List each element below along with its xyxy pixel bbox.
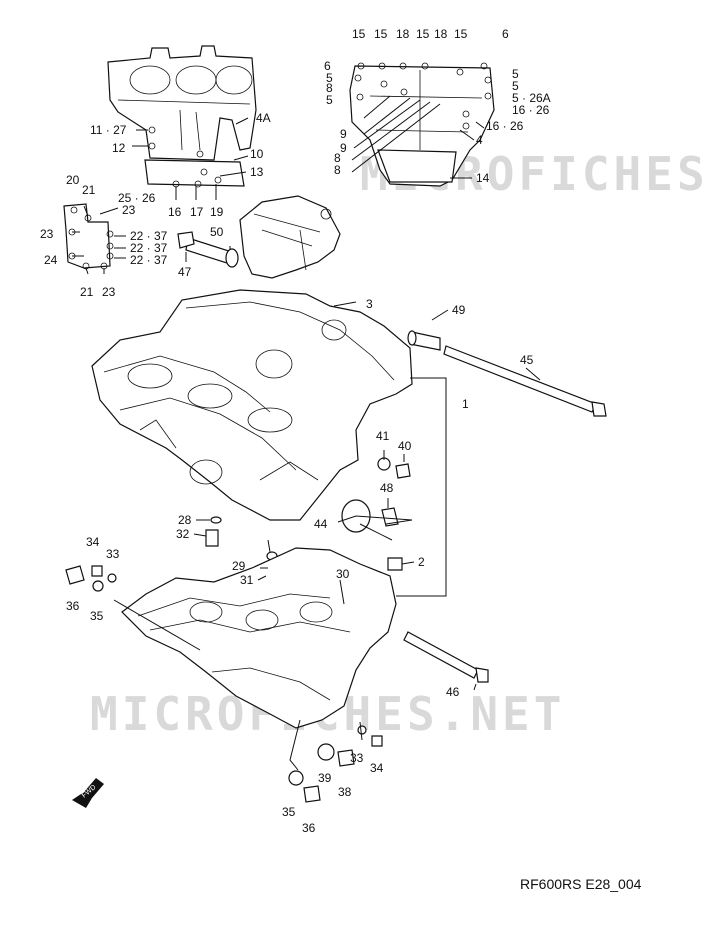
callout-16-26-b: 16 · 26 — [512, 103, 550, 117]
callout-22-37-c: 22 · 37 — [130, 253, 168, 267]
callout-34-left: 34 — [86, 535, 100, 549]
callout-33-bottom: 33 — [350, 751, 364, 765]
callout-36-left: 36 — [66, 599, 80, 613]
callout-18-a: 18 — [396, 27, 410, 41]
lower-crankcase — [121, 547, 397, 729]
callout-30: 30 — [336, 567, 350, 581]
callout-21-top: 21 — [82, 183, 96, 197]
forward-arrow-icon: FWD — [72, 778, 104, 808]
callout-49: 49 — [452, 303, 466, 317]
upper-crankcase — [91, 289, 413, 521]
lower-case-bottom-view — [349, 62, 495, 187]
crankcase-cover — [239, 195, 341, 279]
callout-23-top: 23 — [122, 203, 136, 217]
callout-47: 47 — [178, 265, 192, 279]
callout-23-left: 23 — [40, 227, 54, 241]
callout-4a: 4A — [256, 111, 271, 125]
callout-28: 28 — [178, 513, 192, 527]
callout-9-b: 9 — [340, 141, 347, 155]
callout-8-a: 8 — [326, 81, 333, 95]
callout-12: 12 — [112, 141, 126, 155]
callout-9-a: 9 — [340, 127, 347, 141]
callout-14: 14 — [476, 171, 490, 185]
callout-24: 24 — [44, 253, 58, 267]
breather-tube — [177, 231, 239, 268]
callout-19: 19 — [210, 205, 224, 219]
long-bolt-46 — [403, 631, 489, 683]
callout-16-26-a: 16 · 26 — [486, 119, 524, 133]
callout-5-26a: 5 · 26A — [512, 91, 551, 105]
callout-labels: 1 2 3 4 4A 5 5 5 5 5 · 26A 6 6 7 8 8 8 8… — [40, 27, 551, 835]
callout-29: 29 — [232, 559, 246, 573]
callout-6-left: 6 — [324, 59, 331, 73]
callout-2: 2 — [418, 555, 425, 569]
callout-22-37-b: 22 · 37 — [130, 241, 168, 255]
callout-10: 10 — [250, 147, 264, 161]
callout-6-right: 6 — [502, 27, 509, 41]
callout-5-left-a: 5 — [326, 71, 333, 85]
callout-5-right-b: 5 — [512, 79, 519, 93]
callout-50: 50 — [210, 225, 224, 239]
drain-plugs-bottom — [288, 725, 383, 803]
callout-17: 17 — [190, 205, 204, 219]
callout-44: 44 — [314, 517, 328, 531]
callout-15-b: 15 — [374, 27, 388, 41]
callout-45: 45 — [520, 353, 534, 367]
callout-1: 1 — [462, 397, 469, 411]
callout-48: 48 — [380, 481, 394, 495]
callout-4: 4 — [476, 133, 483, 147]
callout-36-bottom: 36 — [302, 821, 316, 835]
callout-35-left: 35 — [90, 609, 104, 623]
callout-39: 39 — [318, 771, 332, 785]
leader-lines — [72, 95, 541, 771]
callout-41: 41 — [376, 429, 390, 443]
dowel-sleeve-49 — [407, 330, 441, 351]
upper-case-top-view — [107, 45, 257, 188]
callout-22-37-a: 22 · 37 — [130, 229, 168, 243]
callout-40: 40 — [398, 439, 412, 453]
small-parts-right — [341, 457, 411, 533]
callout-3: 3 — [366, 297, 373, 311]
oil-jet-parts — [205, 516, 222, 547]
callout-23-bottom: 23 — [102, 285, 116, 299]
callout-5-left-b: 5 — [326, 93, 333, 107]
dowel-pin-2 — [387, 557, 403, 571]
callout-11-27: 11 · 27 — [90, 123, 127, 137]
long-bolt-45 — [443, 345, 607, 417]
callout-33-left: 33 — [106, 547, 120, 561]
callout-8-c: 8 — [334, 163, 341, 177]
callout-13: 13 — [250, 165, 264, 179]
callout-15-a: 15 — [352, 27, 366, 41]
callout-25-26: 25 · 26 — [118, 191, 156, 205]
callout-38: 38 — [338, 785, 352, 799]
drain-plugs-left — [65, 565, 117, 592]
callout-31: 31 — [240, 573, 254, 587]
callout-18-b: 18 — [434, 27, 448, 41]
callout-21-bottom: 21 — [80, 285, 94, 299]
callout-16: 16 — [168, 205, 182, 219]
callout-5-right-a: 5 — [512, 67, 519, 81]
callout-34-bottom: 34 — [370, 761, 384, 775]
callout-46: 46 — [446, 685, 460, 699]
callout-32: 32 — [176, 527, 190, 541]
side-cover-bracket — [63, 203, 114, 270]
callout-8-b: 8 — [334, 151, 341, 165]
callout-35-bottom: 35 — [282, 805, 296, 819]
diagram-code: RF600RS E28_004 — [520, 876, 642, 892]
callout-15-d: 15 — [454, 27, 468, 41]
callout-20: 20 — [66, 173, 80, 187]
callout-15-c: 15 — [416, 27, 430, 41]
